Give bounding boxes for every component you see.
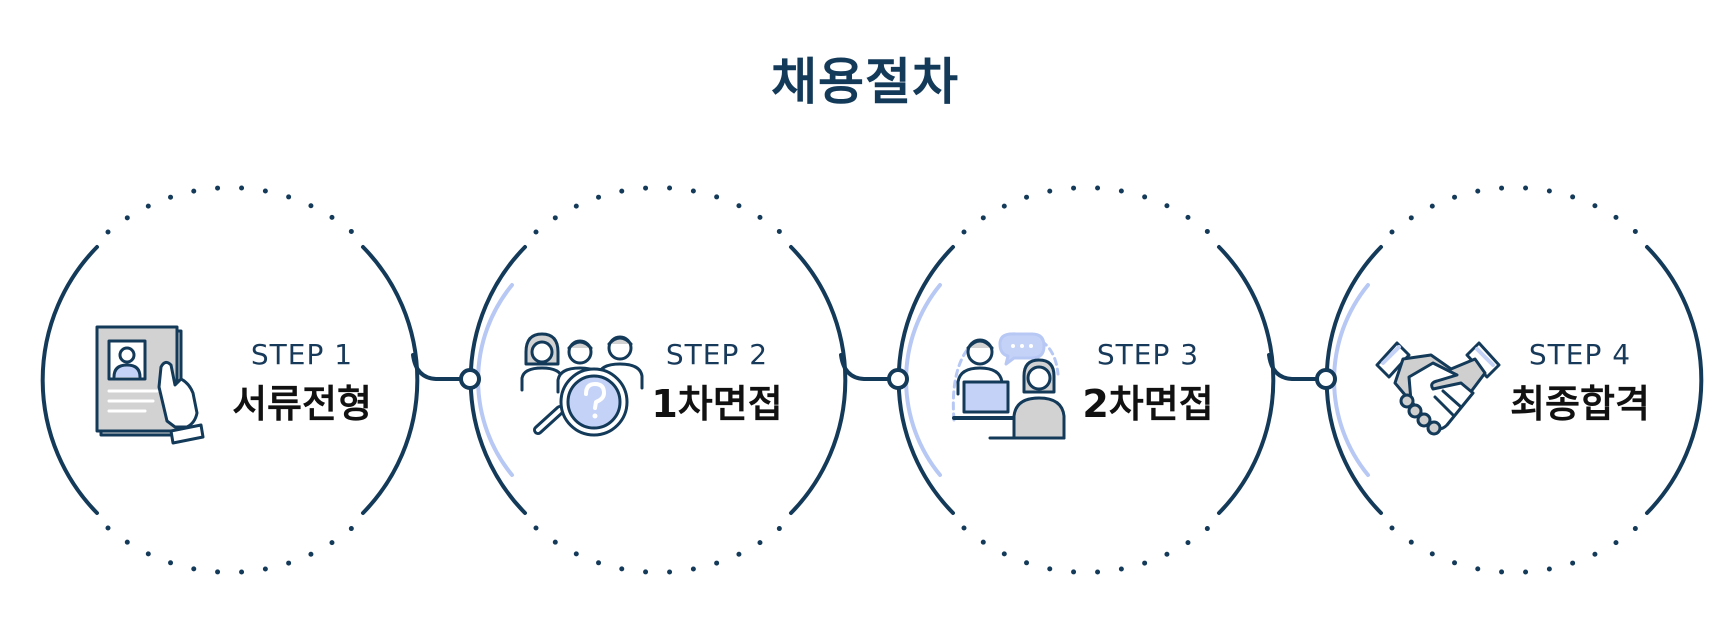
- step-1-name: 서류전형: [232, 382, 372, 426]
- resume-document-icon: [95, 325, 205, 445]
- page-title: 채용절차: [771, 53, 959, 111]
- step-4-text: STEP 4 최종합격: [1480, 338, 1680, 428]
- connector-3-4: [1267, 353, 1337, 390]
- step-4-name: 최종합격: [1510, 382, 1650, 426]
- step-4-label: STEP 4: [1528, 338, 1632, 371]
- step-3-label: STEP 3: [1096, 338, 1200, 371]
- step-2-label: STEP 2: [665, 338, 769, 371]
- step-1-label: STEP 1: [250, 338, 354, 371]
- connector-2-3: [839, 353, 909, 390]
- step-2-name: 1차면접: [651, 382, 783, 426]
- connector-1-2: [411, 353, 481, 390]
- step-1-text: STEP 1 서류전형: [202, 338, 402, 428]
- step-3-text: STEP 3 2차면접: [1048, 338, 1248, 428]
- video-interview-icon: [951, 332, 1066, 440]
- step-2-text: STEP 2 1차면접: [617, 338, 817, 428]
- step-3-name: 2차면접: [1082, 382, 1214, 426]
- handshake-icon: [1375, 341, 1501, 436]
- interview-search-icon: [520, 332, 644, 437]
- step-ring-1: [40, 185, 420, 575]
